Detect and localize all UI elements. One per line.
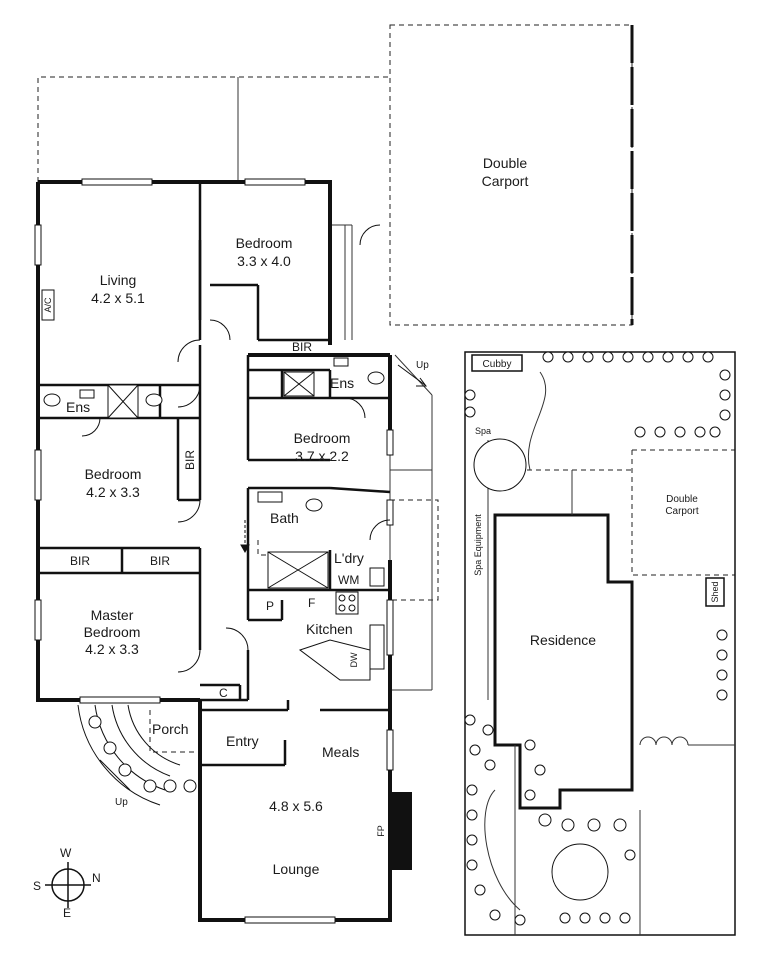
ac-label: A/C [43, 297, 53, 313]
site-shrubs [464, 351, 731, 926]
site-carport-label-2: Carport [665, 506, 699, 517]
ens-left-label: Ens [66, 399, 90, 415]
fireplace-label: FP [376, 825, 386, 837]
fixtures [43, 357, 385, 681]
up-right-label: Up [416, 360, 429, 371]
compass [45, 862, 91, 908]
hall-arrow [240, 520, 250, 554]
bedroom3-label: Bedroom [85, 466, 142, 482]
carport-main-label-1: Double [483, 155, 528, 171]
spa-label: Spa [475, 426, 491, 436]
cubby-box [471, 354, 523, 372]
master-label-2: Bedroom [84, 624, 141, 640]
spa-equipment-label: Spa Equipment [473, 514, 483, 576]
compass-south: S [33, 879, 41, 893]
kitchen-label: Kitchen [306, 621, 353, 637]
porch-shrubs [88, 715, 197, 793]
site-boundary [464, 351, 736, 936]
bedroom2-label: Bedroom [294, 430, 351, 446]
carport-main-label-2: Carport [482, 173, 529, 189]
closet-label: C [219, 686, 228, 700]
ac-unit [41, 289, 55, 321]
door-swings [81, 224, 391, 673]
compass-west: W [60, 846, 72, 860]
living-label: Living [100, 272, 137, 288]
fireplace [390, 792, 412, 870]
wm-label: WM [338, 573, 359, 587]
bedroom2-dimensions: 3.7 x 2.2 [295, 448, 349, 464]
windows [34, 178, 394, 924]
cubby-label: Cubby [483, 359, 512, 370]
bir-top-label: BIR [292, 340, 312, 354]
interior-walls [38, 182, 391, 767]
bath-label: Bath [270, 510, 299, 526]
dw-label: DW [349, 652, 359, 667]
porch-label: Porch [152, 721, 189, 737]
living-dimensions: 4.2 x 5.1 [91, 290, 145, 306]
residence-outline [493, 513, 634, 810]
entry-label: Entry [226, 733, 259, 749]
up-ramp [397, 364, 427, 387]
bedroom1-dimensions: 3.3 x 4.0 [237, 253, 291, 269]
pantry-label: P [266, 599, 274, 613]
bir-a-label: BIR [70, 554, 90, 568]
site-carport-label-1: Double [666, 494, 698, 505]
ens-right-label: Ens [330, 375, 354, 391]
master-dimensions: 4.2 x 3.3 [85, 641, 139, 657]
lounge-dimensions: 4.8 x 5.6 [269, 798, 323, 814]
master-label-1: Master [91, 607, 134, 623]
compass-north: N [92, 871, 101, 885]
site-trees [473, 438, 609, 901]
lounge-label: Lounge [273, 861, 320, 877]
shed-label: Shed [710, 581, 720, 602]
up-porch-label: Up [115, 797, 128, 808]
bedroom1-label: Bedroom [236, 235, 293, 251]
shed-box [705, 577, 725, 607]
laundry-label: L'dry [334, 550, 364, 566]
fridge-label: F [308, 596, 315, 610]
bir-b-label: BIR [150, 554, 170, 568]
bedroom3-dimensions: 4.2 x 3.3 [86, 484, 140, 500]
bir-side-label: BIR [183, 450, 197, 470]
residence-label: Residence [530, 632, 596, 648]
meals-label: Meals [322, 744, 359, 760]
compass-east: E [63, 906, 71, 920]
